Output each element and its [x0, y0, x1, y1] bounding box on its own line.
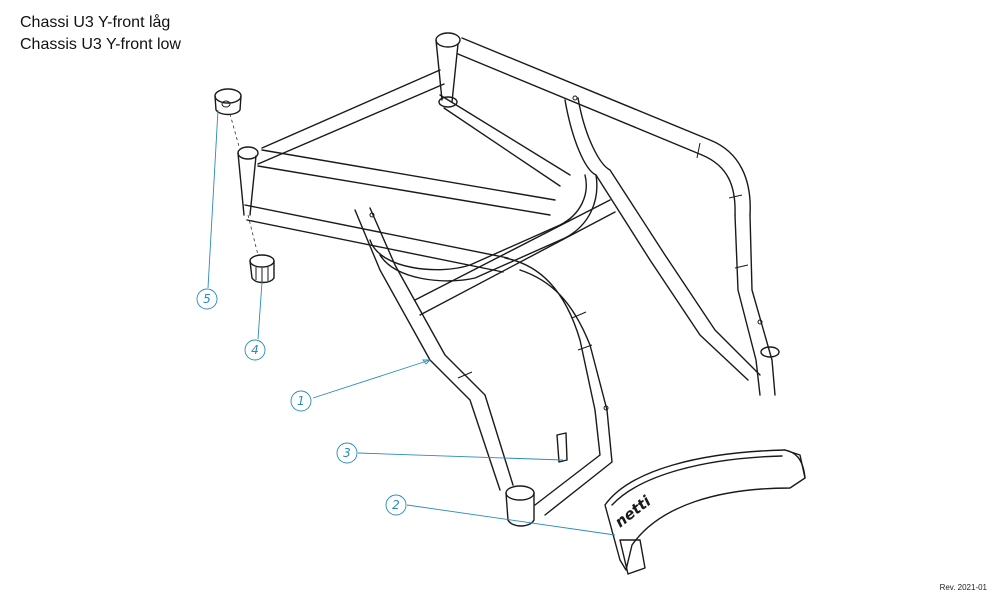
- callout-label-1: 1: [297, 394, 305, 408]
- assembly-line-cap: [247, 214, 259, 256]
- end-cap-part: [249, 254, 275, 284]
- clip-part: [556, 432, 568, 463]
- title-swedish: Chassi U3 Y-front låg: [20, 14, 171, 31]
- assembly-line-plug: [229, 113, 241, 151]
- callout-3: 3: [336, 442, 564, 464]
- callout-label-5: 5: [203, 292, 211, 306]
- callout-5: 5: [196, 109, 219, 310]
- callout-label-2: 2: [392, 498, 400, 512]
- title-english: Chassis U3 Y-front low: [20, 36, 181, 53]
- callout-2: 2: [385, 494, 616, 536]
- chassis-frame: [237, 32, 780, 527]
- brand-logo-text: netti: [611, 492, 655, 532]
- plug-part: [214, 88, 242, 116]
- revision-label: Rev. 2021-01: [939, 583, 987, 592]
- footrest-part: netti: [604, 449, 806, 575]
- callout-4: 4: [244, 281, 266, 361]
- callout-1: 1: [290, 359, 432, 412]
- callout-label-3: 3: [343, 446, 351, 460]
- callout-label-4: 4: [251, 343, 259, 357]
